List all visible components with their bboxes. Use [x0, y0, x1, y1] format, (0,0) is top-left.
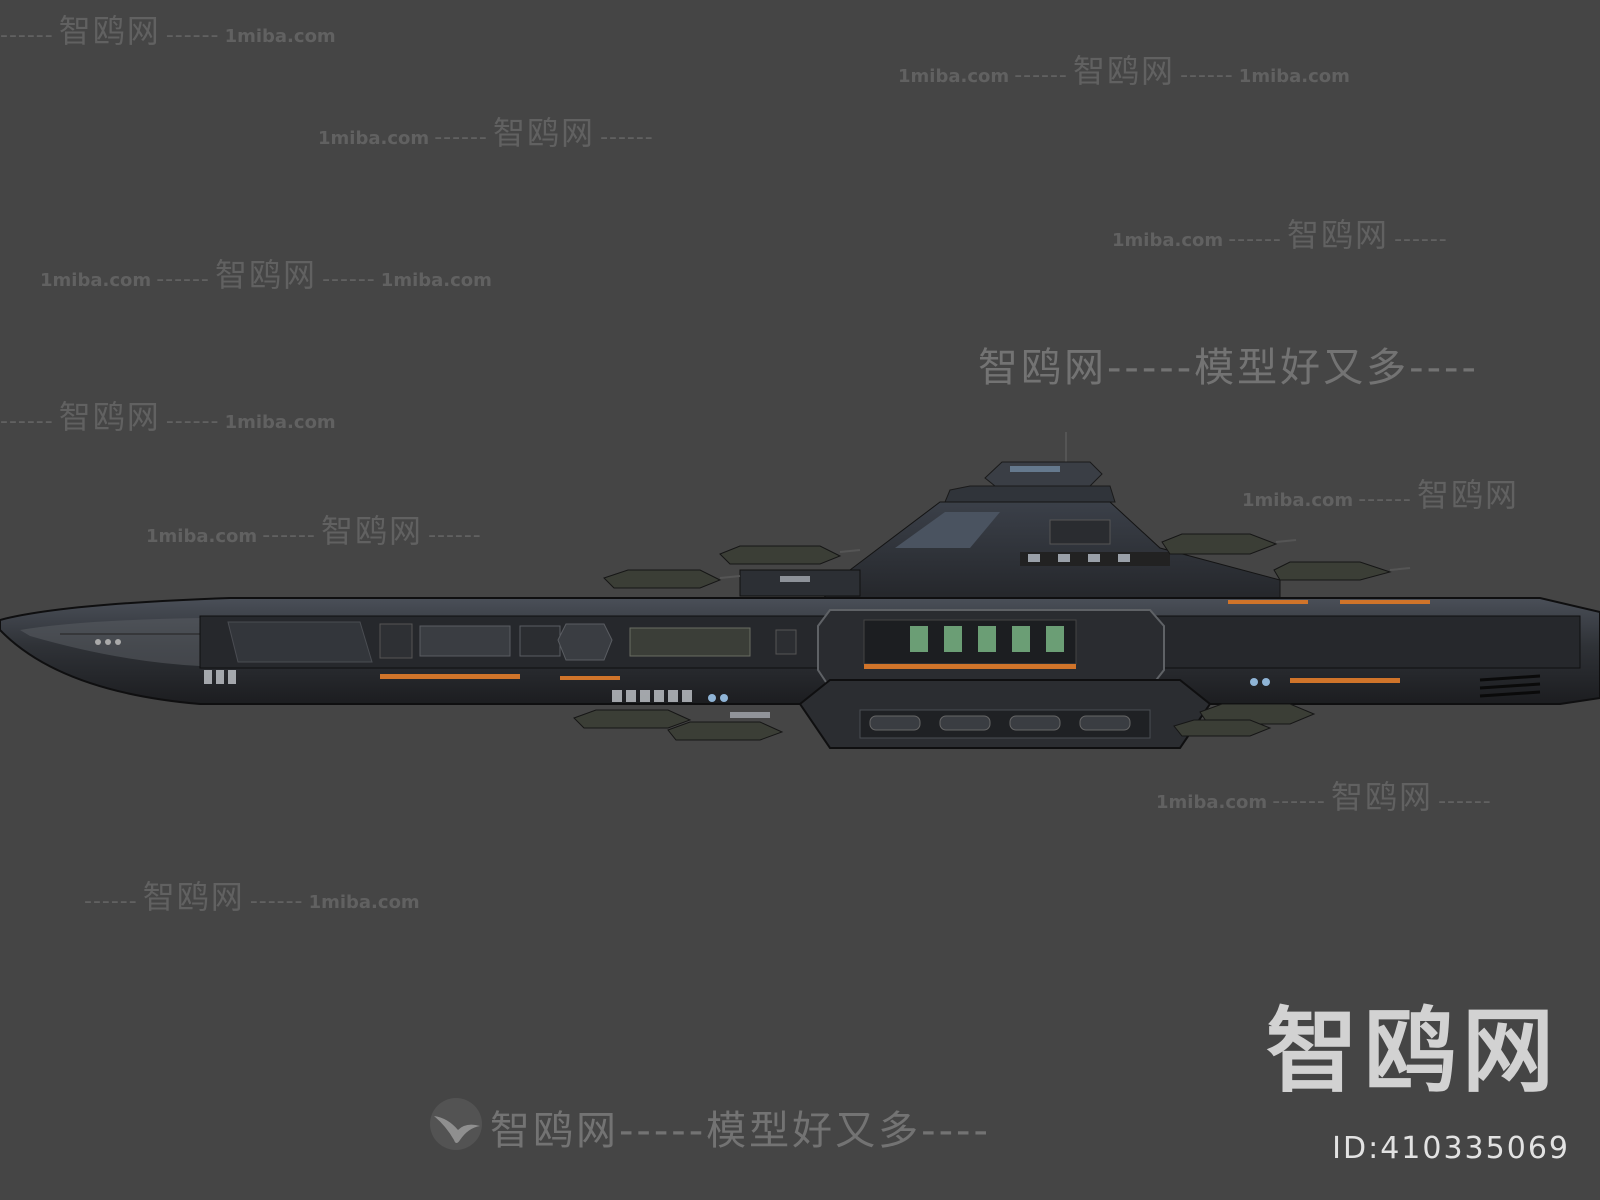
watermark-url: 1miba.com — [1238, 66, 1350, 87]
watermark-dash: ------ — [434, 125, 488, 150]
watermark-url: 1miba.com — [1242, 490, 1354, 511]
watermark-dash: ------ — [322, 267, 376, 292]
watermark-slogan: 智鸥网-----模型好又多---- — [978, 345, 1479, 391]
watermark: ------ 智鸥网 ------ 1miba.com — [0, 6, 336, 52]
watermark-url: 1miba.com — [898, 66, 1010, 87]
watermark: 1miba.com ------ 智鸥网 ------ — [1112, 210, 1448, 256]
brand-name: 智鸥网 — [1265, 998, 1560, 1105]
watermark-dash: ------ — [428, 523, 482, 548]
watermark-url: 1miba.com — [40, 270, 152, 291]
watermark-url: 1miba.com — [146, 526, 258, 547]
watermark-dash: ------ — [1014, 63, 1068, 88]
watermark-url: 1miba.com — [318, 128, 430, 149]
watermark-dash: ------ — [0, 23, 54, 48]
watermark-text: 智鸥网 — [58, 12, 161, 50]
watermark-text: 智鸥网 — [1286, 216, 1389, 254]
watermark-text: 智鸥网 — [320, 512, 423, 550]
watermark-dash: ------ — [84, 889, 138, 914]
watermark: ------ 智鸥网 ------ 1miba.com — [0, 392, 336, 438]
watermark-dash: ------ — [600, 125, 654, 150]
watermark-dash: ------ — [165, 23, 220, 48]
watermark: 1miba.com ------ 智鸥网 — [1242, 470, 1519, 516]
watermark-dash: ------ — [262, 523, 316, 548]
image-id-label: ID:410335069 — [1332, 1131, 1570, 1166]
watermark: 1miba.com ------ 智鸥网 ------ — [146, 506, 482, 552]
watermark-text: 智鸥网 — [58, 398, 161, 436]
watermark-text: 智鸥网 — [1330, 778, 1433, 816]
bird-logo-icon — [430, 1098, 482, 1150]
watermark-text: 智鸥网 — [1416, 476, 1519, 514]
watermark-url: 1miba.com — [224, 26, 336, 47]
watermark-dash: ------ — [1180, 63, 1234, 88]
watermark: 1miba.com ------ 智鸥网 ------ — [1156, 772, 1492, 818]
watermark-dash: ------ — [1358, 487, 1412, 512]
watermark-url: 1miba.com — [308, 892, 420, 913]
watermark-dash: ------ — [1272, 789, 1326, 814]
watermark-url: 1miba.com — [1156, 792, 1268, 813]
spaceship-model — [0, 432, 1600, 749]
watermark-slogan: 智鸥网-----模型好又多---- — [490, 1108, 991, 1154]
watermark-text: 智鸥网 — [214, 256, 317, 294]
watermark: 1miba.com ------ 智鸥网 ------ 1miba.com — [898, 46, 1350, 92]
watermark-text: 智鸥网 — [492, 114, 595, 152]
watermark-dash: ------ — [1394, 227, 1448, 252]
watermark-dash: ------ — [1228, 227, 1282, 252]
watermark-dash: ------ — [249, 889, 304, 914]
watermark: 1miba.com ------ 智鸥网 ------ 1miba.com — [40, 250, 492, 296]
watermark: ------ 智鸥网 ------ 1miba.com — [84, 872, 420, 918]
watermark-url: 1miba.com — [224, 412, 336, 433]
watermark-text: 智鸥网 — [142, 878, 245, 916]
watermark-dash: ------ — [0, 409, 54, 434]
watermark-url: 1miba.com — [1112, 230, 1224, 251]
watermark-dash: ------ — [165, 409, 220, 434]
watermark-url: 1miba.com — [380, 270, 492, 291]
watermark-dash: ------ — [156, 267, 210, 292]
watermark: 1miba.com ------ 智鸥网 ------ — [318, 108, 654, 154]
watermark-dash: ------ — [1438, 789, 1492, 814]
watermark-text: 智鸥网 — [1072, 52, 1175, 90]
